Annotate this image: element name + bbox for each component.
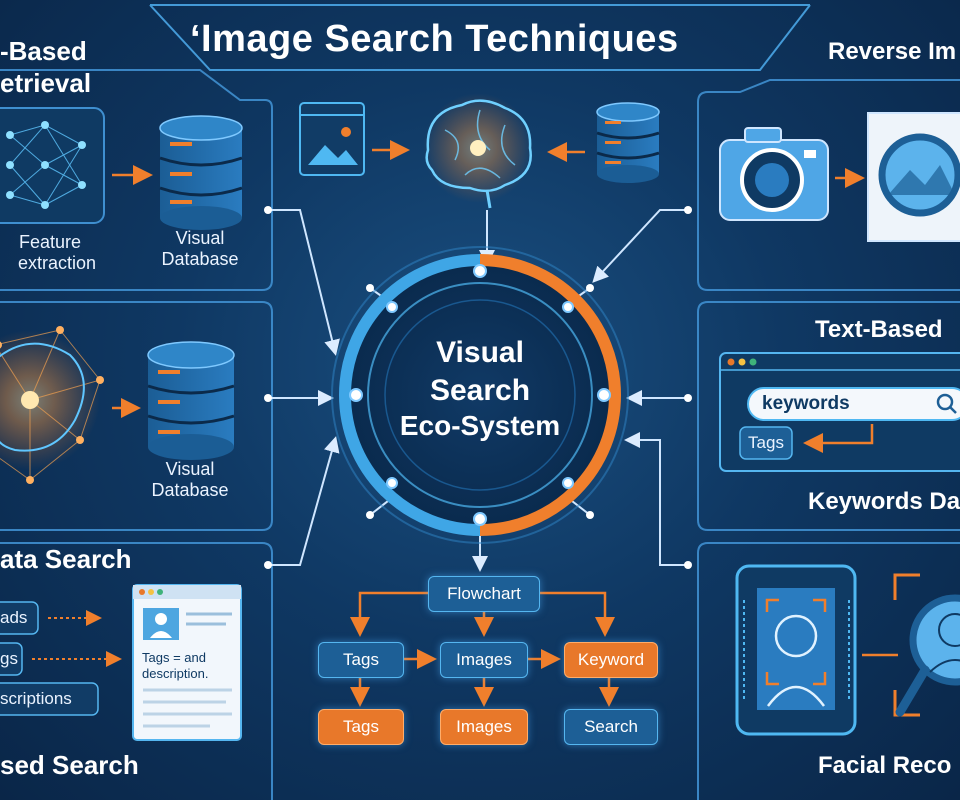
visual-database-icon-2 xyxy=(147,341,235,460)
face-magnifier-icon xyxy=(895,594,960,717)
brain-icon xyxy=(423,93,533,209)
feature-label-2: extraction xyxy=(17,253,96,273)
image-icon xyxy=(299,102,365,176)
tags-chip: Tags xyxy=(748,433,784,452)
metadata-item-2: gs xyxy=(0,649,18,668)
visual-database-icon-1 xyxy=(159,115,243,230)
content-based-title-line1: -Based xyxy=(0,36,87,66)
visual-db-label-1: Visual xyxy=(175,228,225,248)
metadata-footer: sed Search xyxy=(0,750,139,780)
facial-recognition-phone-icon xyxy=(735,564,857,736)
center-label-line2: Search xyxy=(429,374,531,407)
visual-db2-label-1: Visual xyxy=(165,459,215,479)
flowchart-root: Flowchart xyxy=(428,576,540,612)
metadata-item-1: ads xyxy=(0,608,28,627)
center-label-line1: Visual xyxy=(436,336,524,369)
metadata-item-3: scriptions xyxy=(0,689,72,708)
connector-dots xyxy=(264,206,692,569)
panel-frames xyxy=(0,4,960,800)
keywords-footer: Keywords Da xyxy=(808,488,960,515)
feature-network-icon xyxy=(0,107,105,224)
flow-row2-item2: Images xyxy=(440,709,528,745)
document-icon xyxy=(132,584,242,741)
camera-icon xyxy=(719,127,829,221)
metadata-search-title: ata Search xyxy=(0,544,132,574)
page-title: ‘Image Search Techniques xyxy=(190,18,679,60)
text-based-title: Text-Based xyxy=(815,316,943,343)
document-text-1: Tags = and xyxy=(142,650,206,665)
visual-db2-label-2: Database xyxy=(151,480,229,500)
flow-row1-item1: Tags xyxy=(318,642,404,678)
browser-window-icon xyxy=(719,352,960,472)
reverse-image-magnifier-icon xyxy=(867,112,960,242)
database-icon-top xyxy=(596,102,660,183)
ai-brain-network-icon xyxy=(0,326,104,484)
reverse-image-title: Reverse Im xyxy=(828,38,957,65)
keyword-search-value: keywords xyxy=(762,393,850,414)
feature-label-1: Feature xyxy=(18,232,82,252)
flow-row2-item1: Tags xyxy=(318,709,404,745)
flowchart-connectors xyxy=(350,591,619,707)
flow-row1-item2: Images xyxy=(440,642,528,678)
metadata-item-frames xyxy=(0,601,99,716)
flow-row1-item3: Keyword xyxy=(564,642,658,678)
flow-row2-item3: Search xyxy=(564,709,658,745)
content-based-title-line2: etrieval xyxy=(0,68,92,98)
center-label-line3: Eco-System xyxy=(399,410,561,441)
visual-db-label-2: Database xyxy=(161,249,239,269)
facial-recognition-footer: Facial Reco xyxy=(818,752,952,779)
central-ring xyxy=(331,246,629,544)
document-text-2: description. xyxy=(142,666,209,681)
